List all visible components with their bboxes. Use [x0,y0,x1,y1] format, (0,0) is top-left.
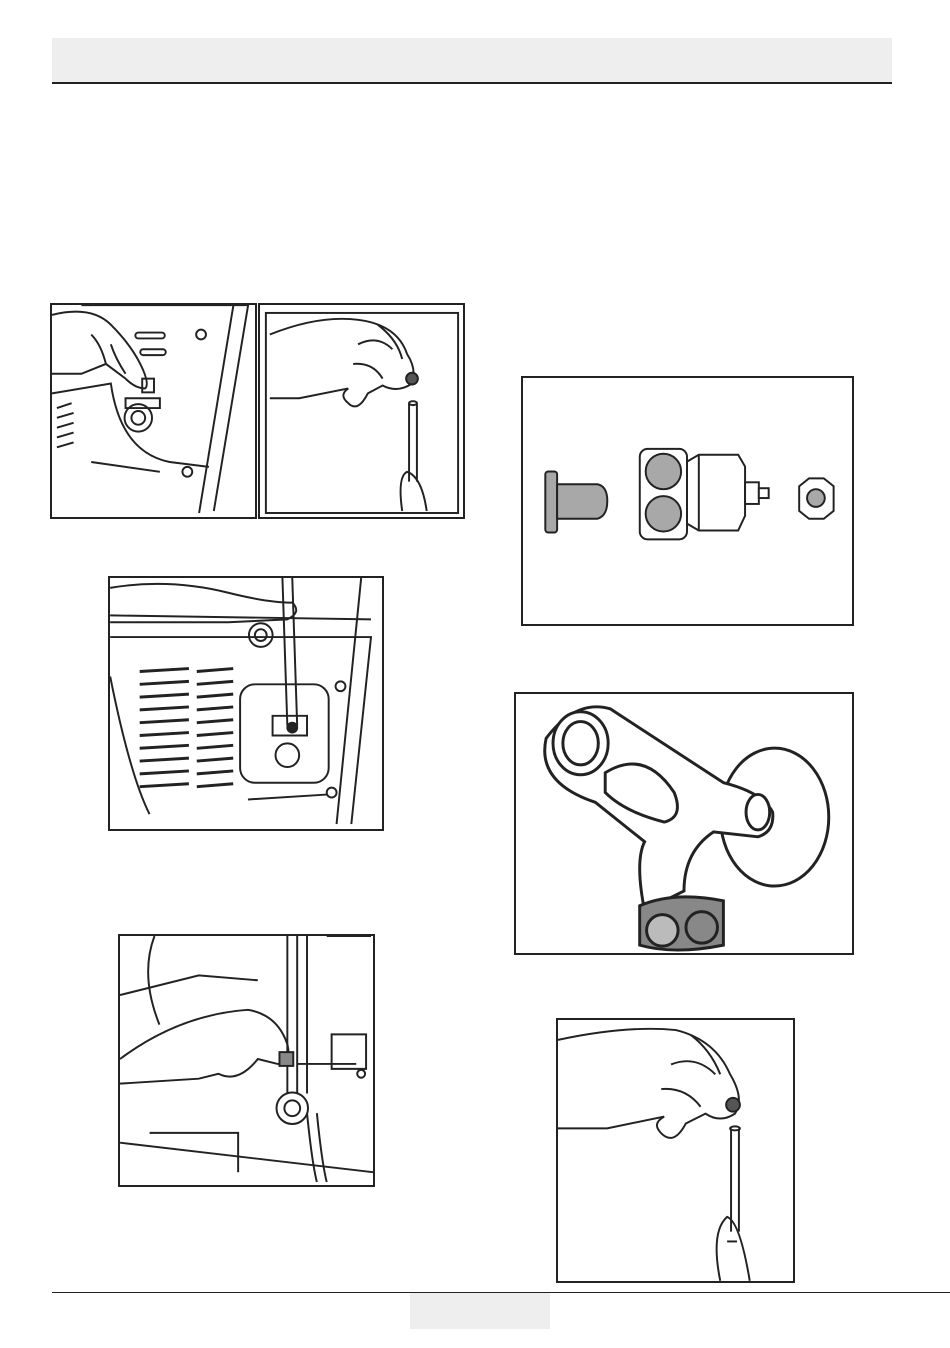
hand-nut-pipe-icon [260,305,463,517]
figure-fitting-parts [521,376,854,626]
hand-clip-icon [120,936,373,1185]
figure-rear-panel-pipe [108,576,384,831]
header-bar [52,38,892,84]
figure-water-tap [514,692,854,955]
figure-hand-clip [118,934,375,1187]
page-number-tab [410,1293,550,1329]
figure-rear-panel-nut [50,303,257,519]
hand-nut-pipe-large-icon [558,1020,793,1281]
figure-hand-nut-pipe-large [556,1018,795,1283]
rear-panel-nut-icon [52,305,255,517]
figure-hand-nut-pipe [258,303,465,519]
rear-panel-pipe-icon [110,578,382,829]
water-tap-icon [516,694,852,953]
fitting-parts-icon [523,378,852,624]
